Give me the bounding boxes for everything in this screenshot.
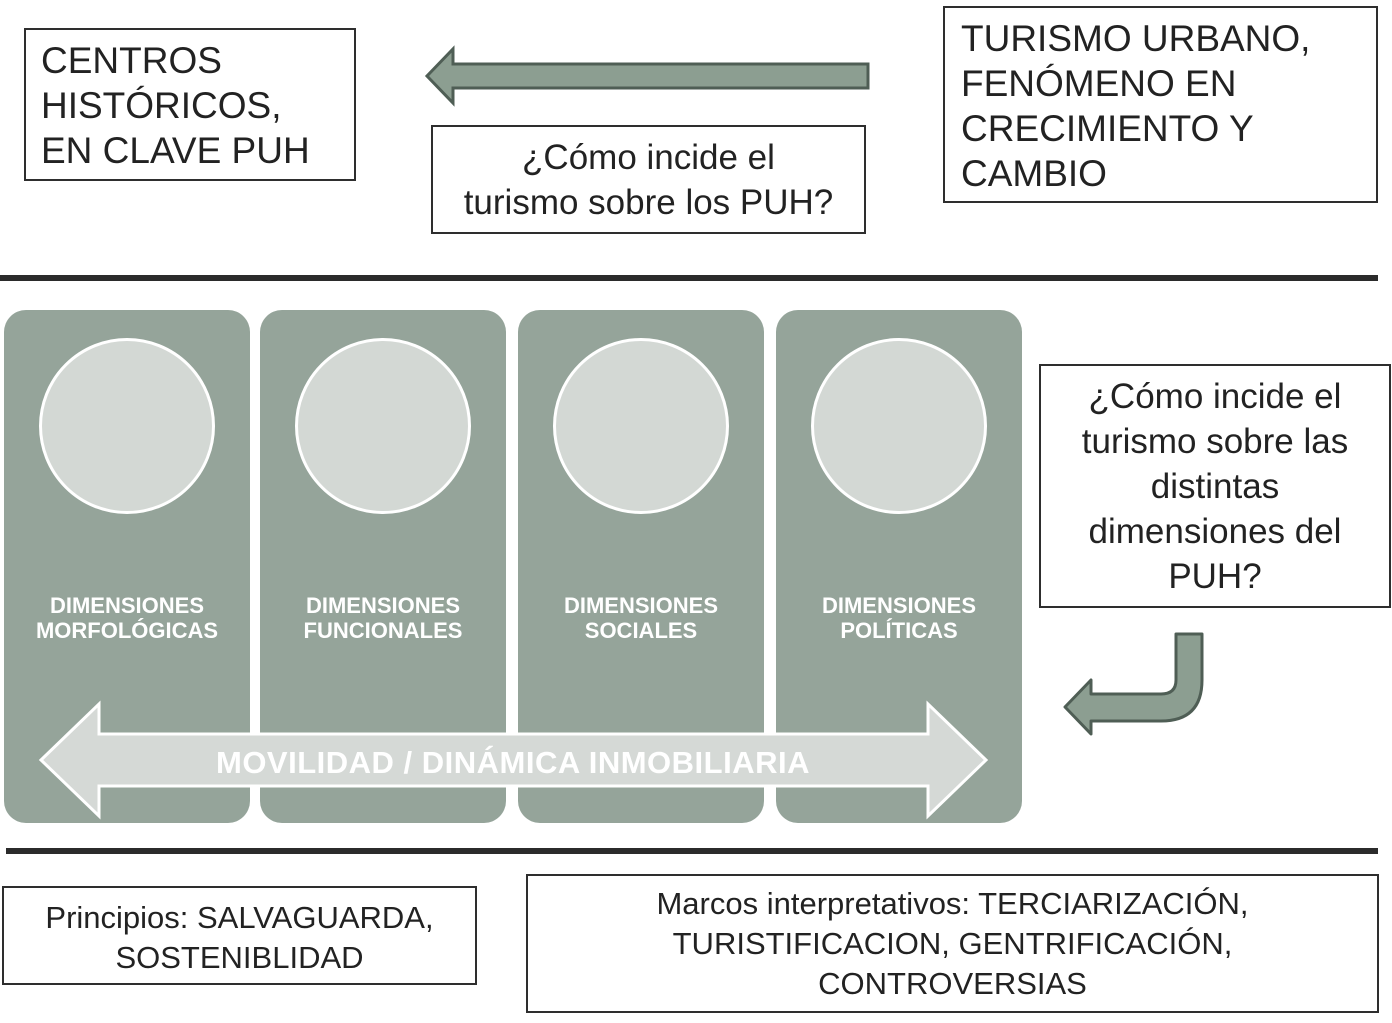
dimension-circle xyxy=(295,338,471,514)
bottom-divider xyxy=(6,848,1378,854)
historic-centers-text: CENTROS HISTÓRICOS, EN CLAVE PUH xyxy=(41,40,310,171)
dimension-label: DIMENSIONES SOCIALES xyxy=(563,593,719,643)
question-puh-text: ¿Cómo incide el turismo sobre los PUH? xyxy=(463,138,834,222)
dimension-circle xyxy=(39,338,215,514)
double-arrow-icon xyxy=(38,700,989,820)
left-arrow-icon xyxy=(424,45,870,107)
urban-tourism-text: TURISMO URBANO, FENÓMENO EN CRECIMIENTO … xyxy=(961,18,1311,194)
historic-centers-box: CENTROS HISTÓRICOS, EN CLAVE PUH xyxy=(24,28,356,181)
curved-return-arrow-icon xyxy=(1063,632,1204,736)
top-divider xyxy=(0,275,1378,281)
dimension-label: DIMENSIONES FUNCIONALES xyxy=(303,593,463,643)
dimension-label: DIMENSIONES MORFOLÓGICAS xyxy=(35,593,219,643)
principles-box: Principios: SALVAGUARDA, SOSTENIBLIDAD xyxy=(2,886,477,985)
question-puh-box: ¿Cómo incide el turismo sobre los PUH? xyxy=(431,125,866,234)
urban-tourism-box: TURISMO URBANO, FENÓMENO EN CRECIMIENTO … xyxy=(943,6,1378,203)
dimension-circle xyxy=(553,338,729,514)
dimension-circle xyxy=(811,338,987,514)
principles-text: Principios: SALVAGUARDA, SOSTENIBLIDAD xyxy=(45,900,434,975)
mobility-label: MOVILIDAD / DINÁMICA INMOBILIARIA xyxy=(216,745,810,780)
dimension-label: DIMENSIONES POLÍTICAS xyxy=(821,593,977,643)
frameworks-box: Marcos interpretativos: TERCIARIZACIÓN, … xyxy=(526,874,1379,1013)
question-dimensions-text: ¿Cómo incide el turismo sobre las distin… xyxy=(1081,377,1349,596)
frameworks-text: Marcos interpretativos: TERCIARIZACIÓN, … xyxy=(656,886,1249,1001)
question-dimensions-box: ¿Cómo incide el turismo sobre las distin… xyxy=(1039,364,1391,608)
